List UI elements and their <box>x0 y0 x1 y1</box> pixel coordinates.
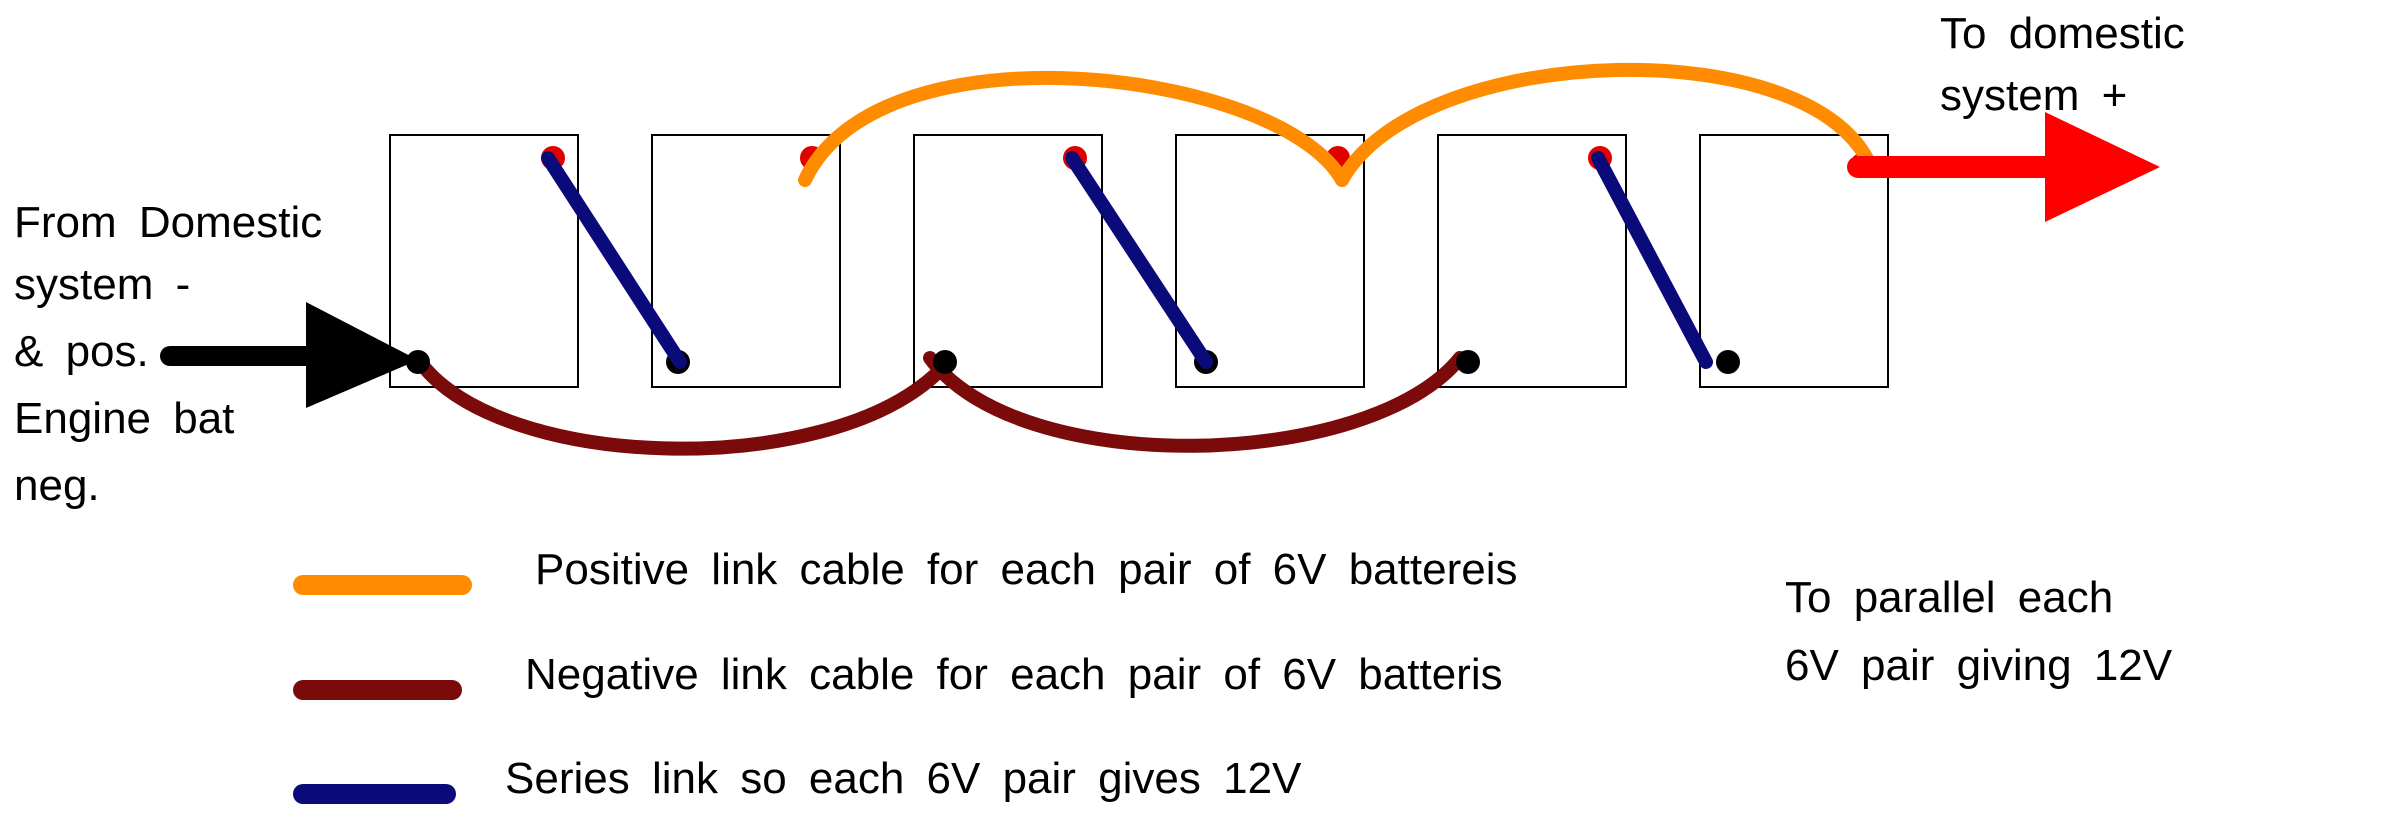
series-link-cable-2 <box>1065 151 1213 369</box>
battery-bank <box>389 134 1889 388</box>
positive-link-cables <box>798 62 1879 187</box>
negative-terminal <box>406 350 430 374</box>
from-domestic-line-5: neg. <box>14 461 100 510</box>
negative-terminal <box>1456 350 1480 374</box>
to-parallel-line-2: 6V pair giving 12V <box>1785 641 2173 690</box>
positive-link-cable-1 <box>798 70 1349 187</box>
series-link-cable-1 <box>541 151 687 369</box>
to-domestic-line-2: system + <box>1940 71 2127 120</box>
negative-terminal <box>933 350 957 374</box>
input-arrow <box>160 302 418 408</box>
from-domestic-line-4: Engine bat <box>14 394 234 443</box>
output-arrow-head <box>2045 112 2160 222</box>
to-domestic-line-1: To domestic <box>1940 9 2185 58</box>
to-parallel-line-1: To parallel each <box>1785 573 2113 622</box>
from-domestic-line-3: & pos. <box>14 327 149 376</box>
from-domestic-line-1: From Domestic <box>14 198 322 247</box>
negative-terminal <box>1716 350 1740 374</box>
from-domestic-line-2: system - <box>14 260 190 309</box>
positive-link-cable-2 <box>1335 62 1879 187</box>
input-arrow-head <box>306 302 418 408</box>
from-domestic-label: From Domestic system - & pos. Engine bat… <box>14 198 344 510</box>
series-links <box>541 151 1713 369</box>
battery-1 <box>389 134 579 388</box>
legend-label-series: Series link so each 6V pair gives 12V <box>505 754 1302 803</box>
negative-link-cable-2 <box>923 351 1467 453</box>
legend-label-positive: Positive link cable for each pair of 6V … <box>535 545 1517 594</box>
to-parallel-label: To parallel each 6V pair giving 12V <box>1785 573 2173 690</box>
battery-3 <box>913 134 1103 388</box>
legend: Positive link cable for each pair of 6V … <box>293 545 1517 804</box>
legend-label-negative: Negative link cable for each pair of 6V … <box>525 650 1503 699</box>
output-arrow <box>1847 112 2160 222</box>
series-link-cable-3 <box>1591 151 1713 369</box>
negative-link-cable-1 <box>413 355 942 456</box>
to-domestic-label: To domestic system + <box>1940 9 2207 120</box>
negative-link-cables <box>413 351 1467 456</box>
battery-5 <box>1437 134 1627 388</box>
